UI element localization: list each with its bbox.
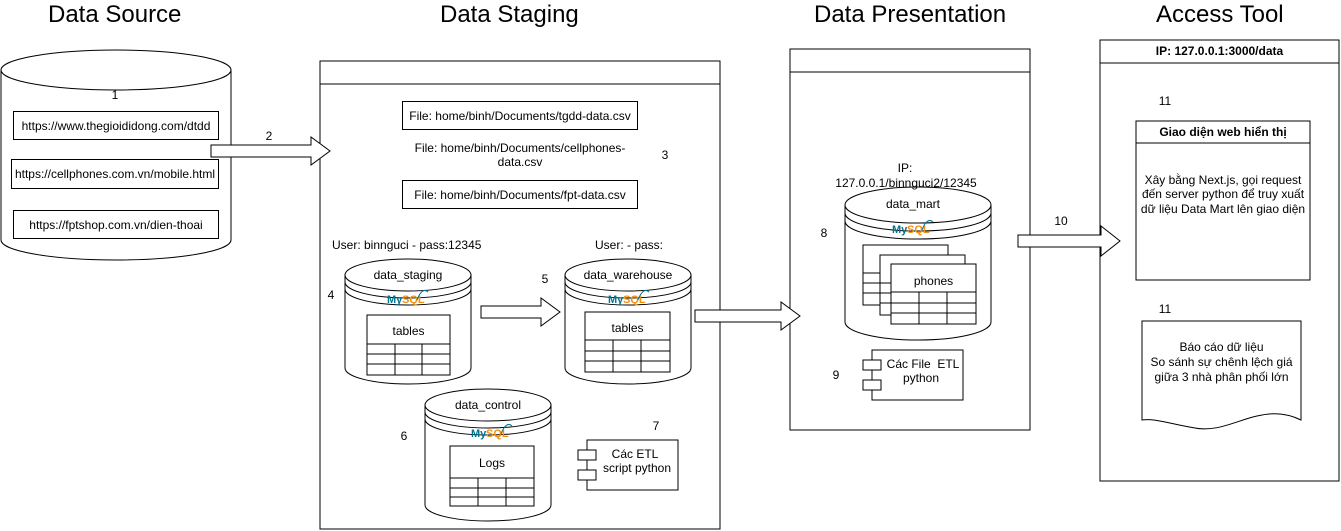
web-ui-title: Giao diện web hiển thị (1159, 125, 1287, 139)
ip-value: 127.0.0.1/binnguci2/12345 (835, 176, 977, 190)
web-ui-line2: đến server python để truy xuất (1141, 187, 1305, 201)
table-label-warehouse: tables (611, 321, 644, 335)
file-tgdd-csv: File: home/binh/Documents/tgdd-data.csv (402, 101, 638, 130)
db-name-data-control: data_control (454, 398, 522, 412)
etl-component-staging (577, 439, 679, 491)
mysql-logo: My SQL (471, 423, 513, 440)
report-line2: So sánh sự chênh lệch giá (1150, 355, 1293, 369)
step-5: 5 (541, 272, 549, 286)
web-ui-line1: Xây bằng Next.js, gọi request (1144, 173, 1302, 187)
user-warehouse: User: - pass: (595, 238, 664, 252)
ip-label: IP: (897, 161, 913, 175)
table-label-phones: phones (913, 274, 954, 288)
step-11-report: 11 (1158, 302, 1172, 316)
step-10: 10 (1054, 214, 1068, 228)
db-name-data-mart: data_mart (885, 197, 941, 211)
web-ui-line3: dữ liệu Data Mart lên giao diện (1140, 202, 1306, 216)
svg-text:SQL: SQL (623, 294, 646, 306)
url-cellphones: https://cellphones.com.vn/mobile.html (11, 159, 219, 189)
step-8: 8 (820, 226, 828, 240)
arrow-to-mart (694, 301, 801, 331)
mysql-logo: My SQL (387, 289, 429, 306)
etl-component-presentation (862, 349, 964, 401)
svg-text:My: My (608, 294, 624, 306)
file-cellphones-csv: File: home/binh/Documents/cellphones-dat… (402, 140, 638, 170)
etl-presentation-line1: Các File ETL (886, 357, 960, 371)
step-1: 1 (111, 88, 119, 102)
mysql-logo: My SQL (608, 289, 650, 306)
table-icon-staging (366, 314, 451, 376)
title-data-staging: Data Staging (440, 1, 579, 28)
step-3: 3 (661, 148, 669, 162)
url-tgdd: https://www.thegioididong.com/dtdd (13, 111, 219, 140)
arrow-10 (1017, 224, 1121, 258)
mysql-logo: My SQL (892, 219, 934, 236)
report-line1: Báo cáo dữ liệu (1179, 340, 1264, 354)
step-11-web: 11 (1158, 94, 1172, 108)
title-access-tool: Access Tool (1156, 1, 1284, 28)
table-icon-phones-stack (862, 244, 977, 325)
step-4: 4 (327, 288, 335, 302)
url-fptshop: https://fptshop.com.vn/dien-thoai (13, 210, 219, 239)
table-label-logs: Logs (478, 456, 506, 470)
file-cellphones-label: File: home/binh/Documents/cellphones-dat… (414, 141, 626, 169)
title-data-presentation: Data Presentation (814, 1, 1007, 28)
etl-staging-line2: script python (602, 461, 672, 475)
step-7: 7 (652, 419, 660, 433)
arrow-2 (210, 136, 331, 166)
step-2: 2 (265, 129, 273, 143)
report-document (1141, 320, 1302, 430)
svg-text:SQL: SQL (486, 428, 509, 440)
table-icon-logs (449, 445, 535, 507)
web-ui-box (1135, 120, 1311, 281)
db-name-data-staging: data_staging (373, 268, 443, 282)
arrow-5 (480, 297, 561, 327)
svg-text:SQL: SQL (402, 294, 425, 306)
title-data-source: Data Source (48, 1, 182, 28)
svg-text:SQL: SQL (907, 224, 930, 236)
db-name-data-warehouse: data_warehouse (583, 268, 673, 282)
etl-staging-line1: Các ETL (611, 447, 659, 461)
table-label-staging: tables (392, 324, 425, 338)
svg-text:My: My (471, 428, 487, 440)
file-fpt-csv: File: home/binh/Documents/fpt-data.csv (402, 180, 638, 209)
access-ip-header: IP: 127.0.0.1:3000/data (1155, 44, 1284, 58)
step-9: 9 (832, 368, 840, 382)
etl-presentation-line2: python (902, 371, 940, 385)
svg-text:My: My (387, 294, 403, 306)
table-icon-warehouse (584, 311, 671, 373)
report-line3: giữa 3 nhà phân phối lớn (1154, 370, 1289, 384)
user-staging: User: binnguci - pass:12345 (332, 238, 482, 252)
svg-text:My: My (892, 224, 908, 236)
step-6: 6 (400, 429, 408, 443)
